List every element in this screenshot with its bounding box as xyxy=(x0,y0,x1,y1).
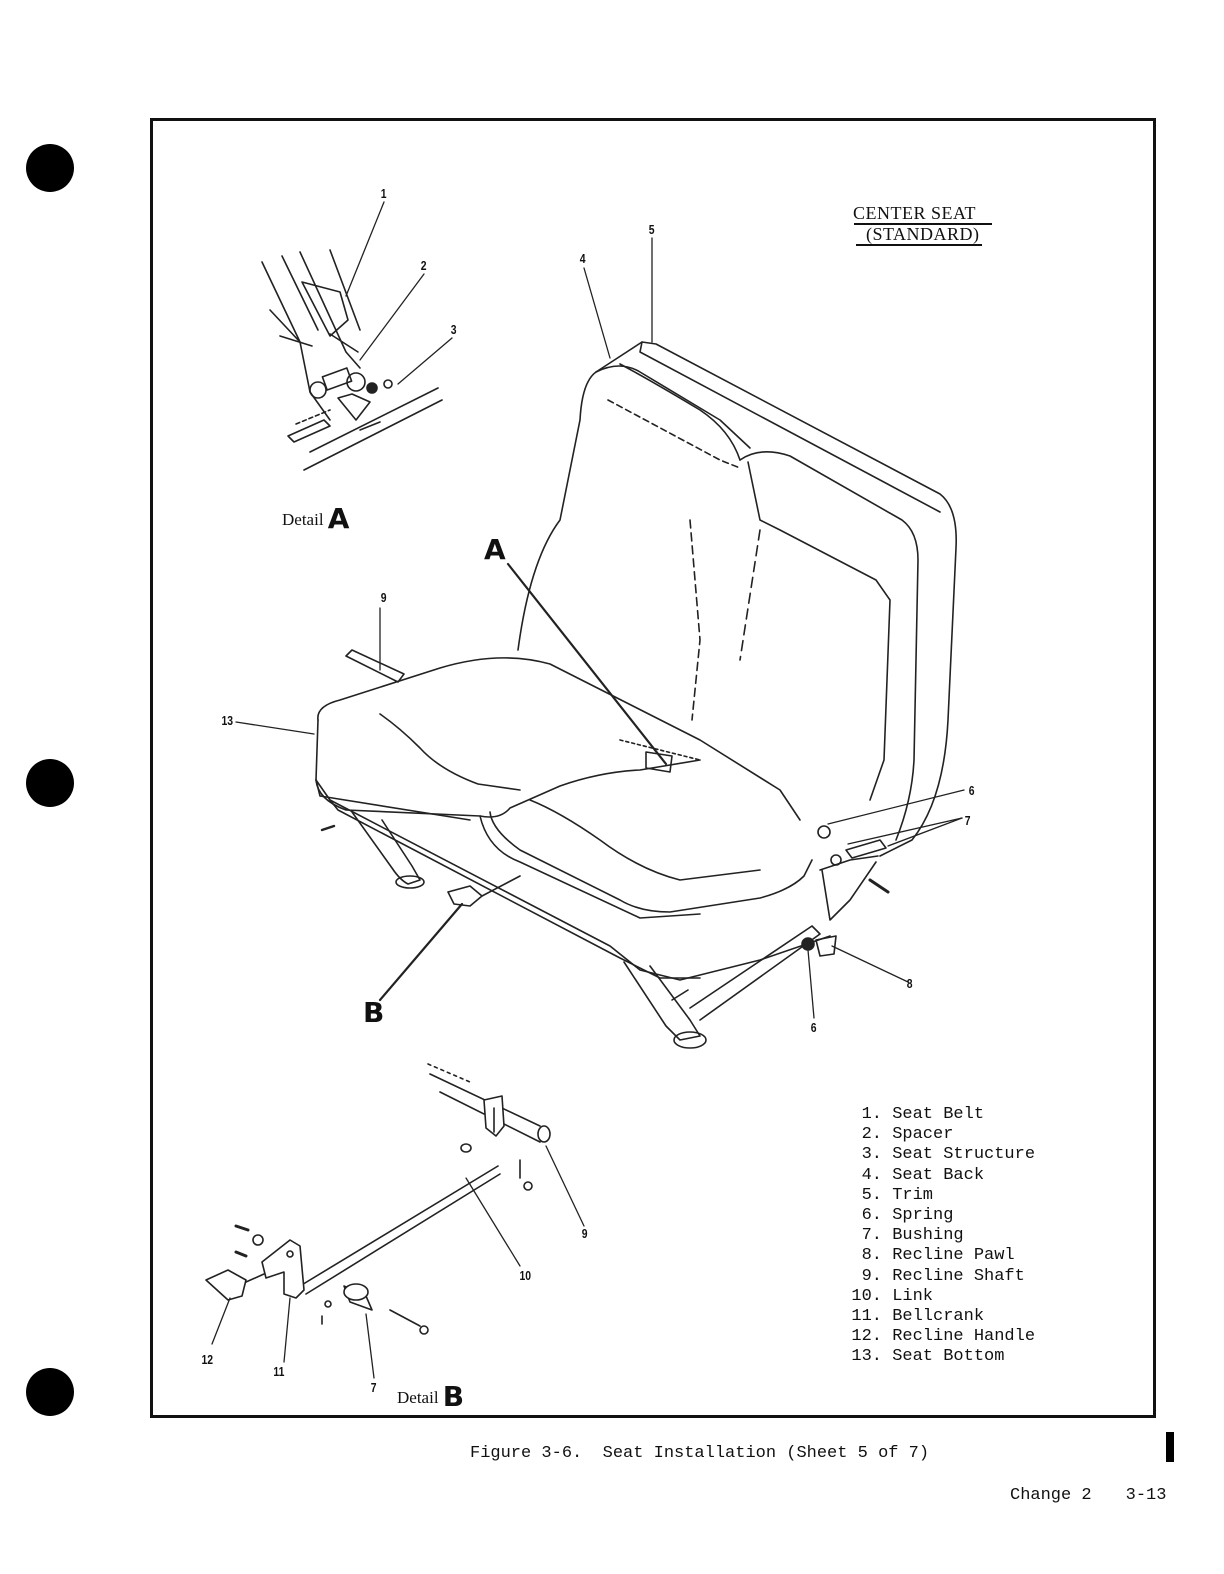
legend-item: 5. Trim xyxy=(861,1185,934,1205)
index-number: 2 xyxy=(420,258,427,273)
index-number: 6 xyxy=(810,1020,817,1035)
detail-b-leaders xyxy=(211,1145,585,1379)
figure-frame xyxy=(150,118,1156,1418)
legend-item: 3. Seat Structure xyxy=(861,1145,1036,1165)
legend-item: 4. Seat Back xyxy=(861,1165,985,1185)
callout-a: A xyxy=(484,533,506,566)
legend-item: 7. Bushing xyxy=(861,1226,964,1246)
view-title-underline-bottom xyxy=(856,244,982,246)
parts-legend: 1. Seat Belt 2. Spacer 3. Seat Structure… xyxy=(846,1105,1035,1368)
index-number: 12 xyxy=(201,1352,214,1367)
view-title: CENTER SEAT xyxy=(853,203,977,223)
main-seat-drawing xyxy=(315,341,957,1049)
legend-item: 8. Recline Pawl xyxy=(861,1246,1015,1266)
main-seat-leaders xyxy=(235,237,965,1019)
index-number: 13 xyxy=(221,713,234,728)
legend-item: 1. Seat Belt xyxy=(861,1105,985,1124)
revision-bar xyxy=(1166,1432,1174,1462)
detail-a-label: Detail A xyxy=(282,502,350,535)
view-title-underline-top xyxy=(854,223,992,225)
index-number: 9 xyxy=(380,590,387,605)
index-number: 7 xyxy=(964,813,971,828)
legend-item: 9. Recline Shaft xyxy=(861,1266,1025,1286)
legend-item: 11. Bellcrank xyxy=(851,1307,985,1327)
punch-hole-middle xyxy=(26,759,74,807)
legend-item: 2. Spacer xyxy=(861,1125,954,1145)
index-number: 1 xyxy=(380,186,387,201)
legend-item: 12. Recline Handle xyxy=(851,1327,1036,1347)
legend-item: 6. Spring xyxy=(861,1206,954,1226)
figure-caption: Figure 3-6. Seat Installation (Sheet 5 o… xyxy=(470,1444,930,1463)
detail-a-drawing xyxy=(261,249,443,471)
callout-b: B xyxy=(363,996,385,1029)
index-number: 9 xyxy=(581,1226,588,1241)
index-number: 4 xyxy=(579,251,586,266)
index-number: 7 xyxy=(370,1380,377,1395)
legend-item: 13. Seat Bottom xyxy=(851,1347,1005,1367)
legend-item: 10. Link xyxy=(851,1286,934,1306)
change-number: Change 2 xyxy=(1010,1486,1092,1505)
punch-hole-top xyxy=(26,144,74,192)
page-number: 3-13 xyxy=(1125,1486,1167,1505)
view-subtitle: (STANDARD) xyxy=(866,224,980,244)
index-number: 3 xyxy=(450,322,457,337)
punch-hole-bottom xyxy=(26,1368,74,1416)
index-number: 5 xyxy=(648,222,655,237)
page-footer: Change 2 3-13 xyxy=(1010,1486,1166,1505)
index-number: 8 xyxy=(906,976,913,991)
detail-b-drawing xyxy=(205,1063,551,1335)
index-number: 6 xyxy=(968,783,975,798)
index-number: 10 xyxy=(519,1268,532,1283)
index-number: 11 xyxy=(273,1364,285,1379)
detail-a-leaders xyxy=(345,201,453,385)
detail-b-label: Detail B xyxy=(397,1380,465,1413)
